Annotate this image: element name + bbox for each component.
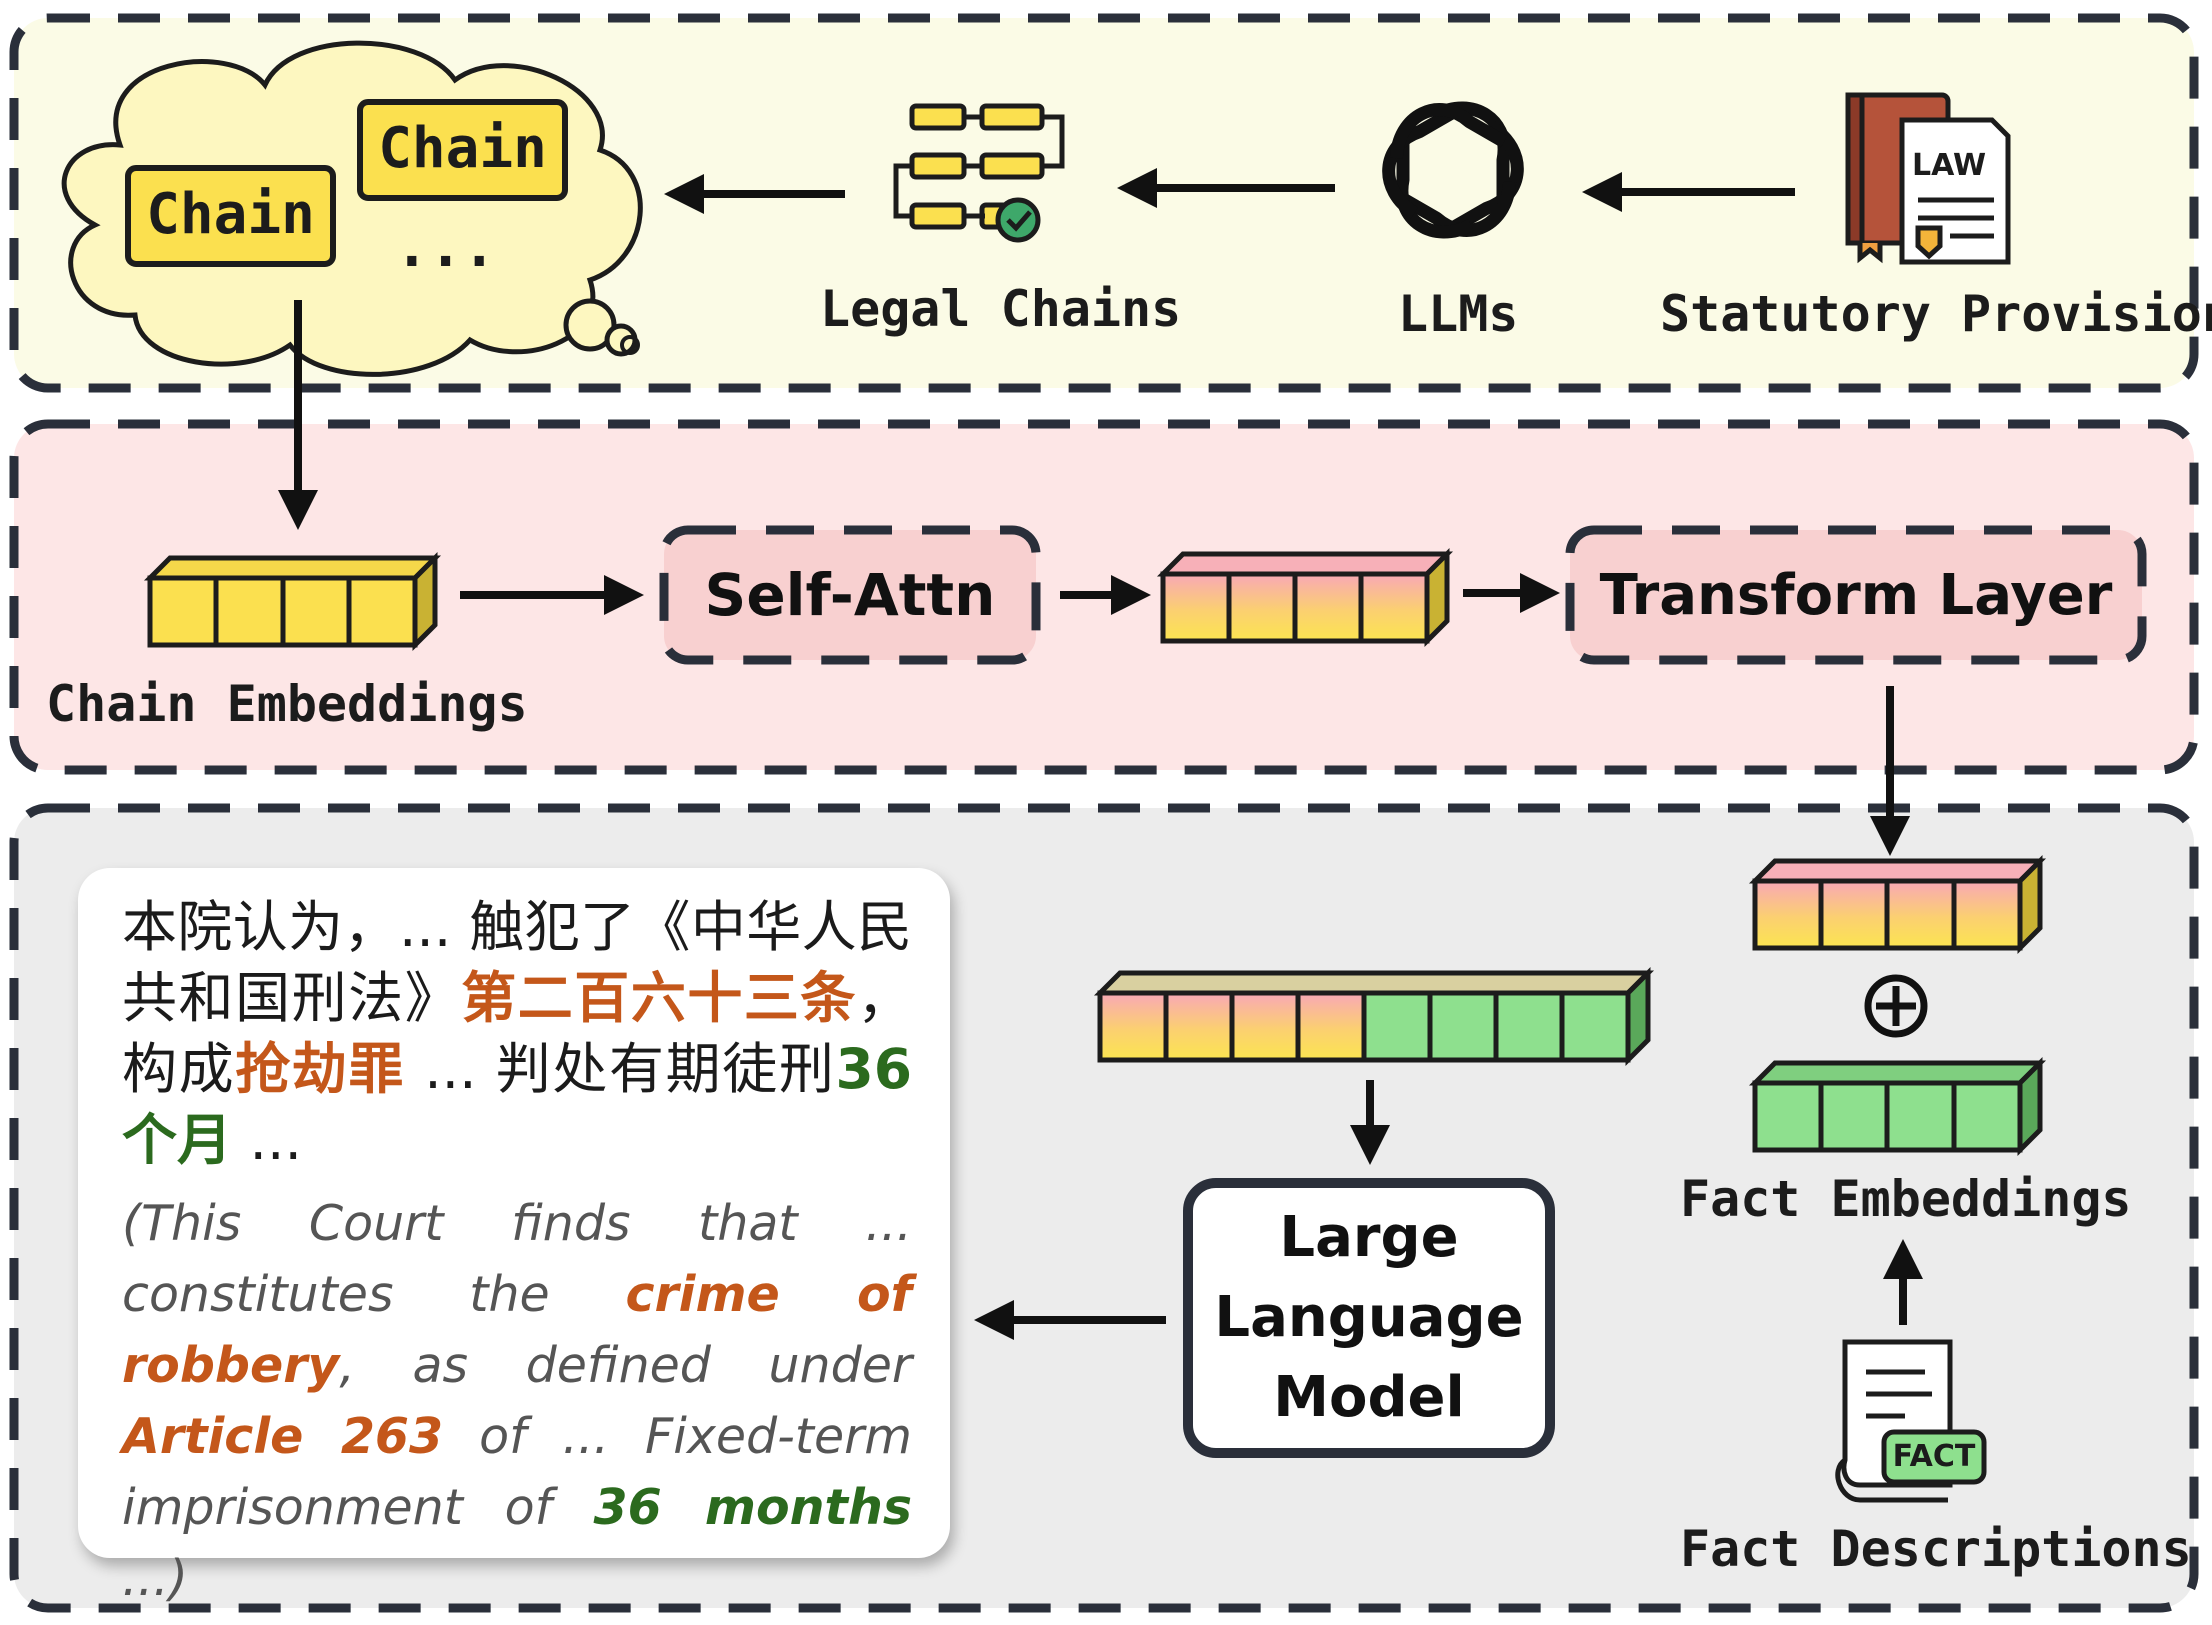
llm-box-line-3: Model xyxy=(1273,1365,1465,1430)
crime-highlight-en: crime of robbery xyxy=(122,1266,912,1394)
llm-box xyxy=(1183,1178,1555,1458)
term-highlight-zh: 36个月 xyxy=(122,1037,912,1172)
article-highlight-zh: 第二百六十三条 xyxy=(461,966,857,1030)
cloud-chain-box-1 xyxy=(125,165,336,267)
llms-label: LLMs xyxy=(1398,285,1519,343)
llm-input-block xyxy=(1093,966,1655,1067)
transform-layer-label: Transform Layer xyxy=(1599,562,2113,628)
cloud-chain-box-2 xyxy=(357,99,568,201)
term-highlight-en: 36 months xyxy=(593,1479,912,1536)
judgment-output-card: 本院认为，... 触犯了《中华人民共和国刑法》第二百六十三条，构成抢劫罪 ...… xyxy=(78,868,950,1607)
legal-chains-icon xyxy=(893,103,1065,243)
llm-box-line-1: Large xyxy=(1279,1205,1459,1270)
cloud-ellipsis: ... xyxy=(395,215,497,280)
judgment-chinese-text: 本院认为，... 触犯了《中华人民共和国刑法》第二百六十三条，构成抢劫罪 ...… xyxy=(122,895,912,1172)
cloud-chain-label-1: Chain xyxy=(146,182,315,247)
transformed-chain-block xyxy=(1748,854,2047,955)
fact-icon-text: FACT xyxy=(1892,1439,1976,1474)
fact-document-icon xyxy=(1835,1339,1987,1503)
law-icon-text: LAW xyxy=(1912,148,1987,183)
chain-embeddings-label: Chain Embeddings xyxy=(46,675,528,733)
plus-circle-icon xyxy=(1864,974,1928,1038)
transform-layer-box xyxy=(1565,525,2147,665)
llm-box-label: Large Language Model xyxy=(1188,1183,1550,1453)
judgment-english-text: (This Court finds that ... constitutes t… xyxy=(122,1195,912,1607)
self-attn-box xyxy=(659,525,1041,665)
fact-embeddings-block xyxy=(1748,1056,2047,1157)
attended-embeddings-block xyxy=(1156,547,1454,648)
law-book-icon xyxy=(1845,92,2011,265)
fact-descriptions-label: Fact Descriptions xyxy=(1680,1520,2192,1578)
fact-embeddings-label: Fact Embeddings xyxy=(1680,1170,2132,1228)
cloud-chain-label-2: Chain xyxy=(378,116,547,181)
llm-logo-icon xyxy=(1374,95,1533,246)
chain-embeddings-block xyxy=(143,551,442,652)
crime-highlight-zh: 抢劫罪 xyxy=(235,1037,406,1101)
chain-cloud xyxy=(61,40,643,377)
article-highlight-en: Article 263 xyxy=(122,1408,444,1465)
legal-chains-label: Legal Chains xyxy=(820,280,1182,338)
self-attn-label: Self-Attn xyxy=(704,561,996,629)
statutory-provision-label: Statutory Provision xyxy=(1660,285,2212,343)
llm-box-line-2: Language xyxy=(1214,1285,1524,1350)
